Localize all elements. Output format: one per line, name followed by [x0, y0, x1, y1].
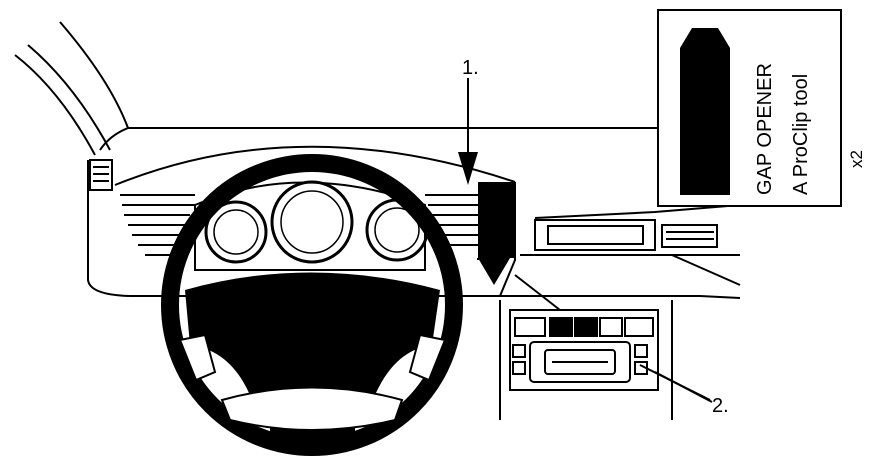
arrow-1 [458, 78, 510, 285]
side-air-vent [89, 159, 113, 191]
mounting-bracket [478, 182, 515, 258]
steering-wheel [161, 154, 463, 456]
dashboard-outline [87, 127, 741, 299]
windshield-pillar [14, 21, 129, 156]
callout-2-label: 2. [712, 395, 729, 417]
tool-name-text: GAP OPENER [754, 63, 776, 195]
tool-brand-text: A ProClip tool [790, 74, 812, 195]
tool-box: GAP OPENER A ProClip tool [657, 9, 842, 207]
tool-quantity-label: x2 [847, 150, 866, 168]
cluster-vent-right [425, 194, 478, 246]
leader-line-2 [654, 371, 713, 403]
center-console [499, 219, 718, 420]
callout-1-label: 1. [462, 57, 479, 79]
gap-opener-tool-icon [680, 28, 730, 195]
